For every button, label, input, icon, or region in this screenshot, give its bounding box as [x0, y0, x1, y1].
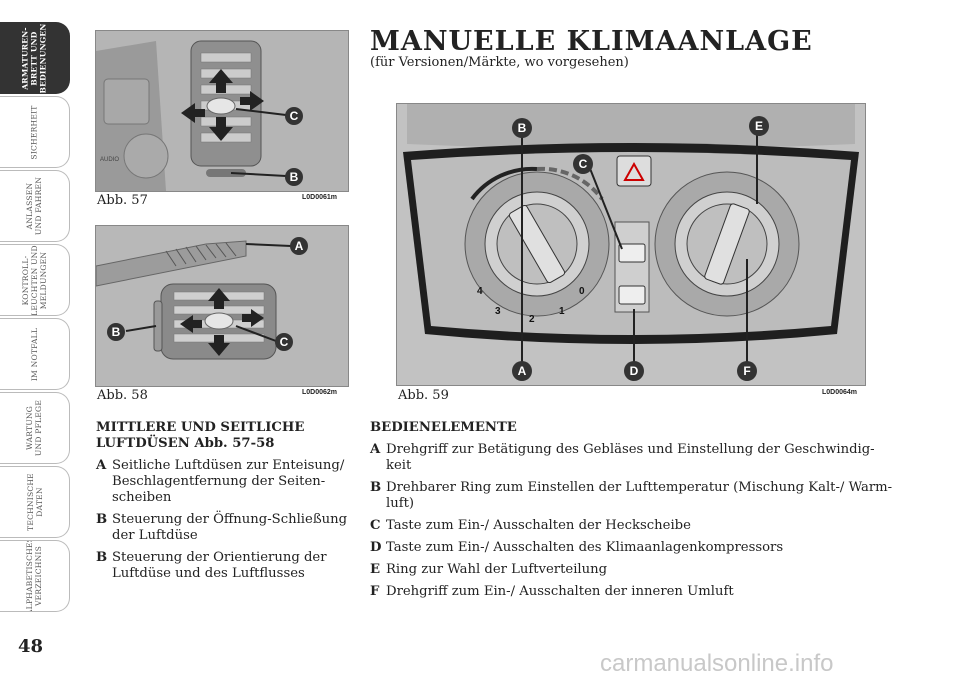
tab-wartung[interactable]: WARTUNG UND PFLEGE — [0, 392, 70, 464]
svg-text:B: B — [518, 121, 527, 135]
svg-text:E: E — [755, 119, 763, 133]
label-c: C — [285, 107, 303, 125]
svg-text:1: 1 — [559, 306, 565, 317]
page-subtitle: (für Versionen/Märkte, wo vorgesehen) — [370, 55, 629, 70]
svg-text:C: C — [579, 157, 588, 171]
svg-text:4: 4 — [477, 286, 483, 297]
svg-text:0: 0 — [579, 286, 585, 297]
page-title: MANUELLE KLIMAANLAGE — [370, 26, 813, 57]
label-b: B — [512, 118, 532, 138]
label-c: C — [275, 333, 293, 351]
figure-59-caption: Abb. 59 — [398, 388, 449, 403]
svg-text:A: A — [518, 364, 527, 378]
tab-technische-daten[interactable]: TECHNISCHE DATEN — [0, 466, 70, 538]
label-d: D — [624, 361, 644, 381]
svg-text:2: 2 — [529, 314, 535, 325]
svg-text:A: A — [295, 239, 304, 253]
figure-58-caption: Abb. 58 — [97, 388, 148, 403]
tab-im-notfall[interactable]: IM NOTFALL — [0, 318, 70, 390]
central-vent-illustration: AUDIO C B — [96, 31, 348, 191]
page-number: 48 — [18, 636, 44, 657]
label-a: A — [512, 361, 532, 381]
svg-text:B: B — [290, 170, 299, 184]
vents-section: MITTLERE UND SEITLICHE LUFTDÜSEN Abb. 57… — [96, 420, 351, 588]
svg-text:B: B — [112, 325, 121, 339]
figure-57-code: L0D0061m — [302, 194, 338, 201]
figure-59: 4 3 2 1 0 B E C A D F — [396, 103, 866, 386]
label-b: B — [285, 168, 303, 186]
chapter-tabs: ARMATUREN- BRETT UND BEDIENUNGEN SICHERH… — [0, 22, 82, 614]
tab-sicherheit[interactable]: SICHERHEIT — [0, 96, 70, 168]
tab-armaturenbrett[interactable]: ARMATUREN- BRETT UND BEDIENUNGEN — [0, 22, 70, 94]
tab-verzeichnis[interactable]: ALPHABETISCHES VERZEICHNIS — [0, 540, 70, 612]
figure-57-caption: Abb. 57 — [97, 193, 148, 208]
label-f: F — [737, 361, 757, 381]
label-c: C — [573, 154, 593, 174]
label-b: B — [107, 323, 125, 341]
svg-text:C: C — [280, 335, 289, 349]
svg-text:F: F — [743, 364, 750, 378]
controls-heading: BEDIENELEMENTE — [370, 420, 517, 435]
svg-text:C: C — [290, 109, 299, 123]
figure-58-code: L0D0062m — [302, 389, 338, 396]
label-a: A — [290, 237, 308, 255]
label-e: E — [749, 116, 769, 136]
side-vent-illustration: A B C — [96, 226, 348, 386]
svg-text:3: 3 — [495, 306, 501, 317]
figure-58: A B C — [95, 225, 349, 387]
tab-kontrollleuchten[interactable]: KONTROLL- LEUCHTEN UND MELDUNGEN — [0, 244, 70, 316]
svg-text:D: D — [630, 364, 639, 378]
climate-control-panel-illustration: 4 3 2 1 0 B E C A D F — [397, 104, 865, 385]
audio-label: AUDIO — [100, 157, 119, 163]
vents-heading: MITTLERE UND SEITLICHE LUFTDÜSEN Abb. 57… — [96, 420, 305, 451]
figure-59-code: L0D0064m — [822, 389, 858, 396]
figure-57: AUDIO C B — [95, 30, 349, 192]
watermark: carmanualsonline.info — [600, 650, 834, 677]
tab-anlassen[interactable]: ANLASSEN UND FAHREN — [0, 170, 70, 242]
